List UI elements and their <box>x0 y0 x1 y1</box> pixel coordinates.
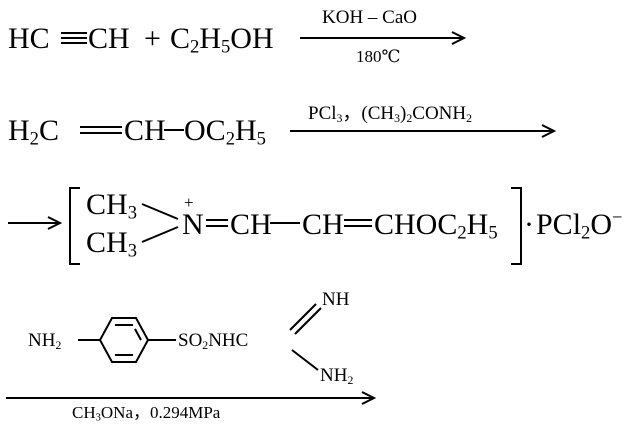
counterion-sub: 2 <box>581 222 591 244</box>
ethoxy-sub1: 2 <box>225 128 235 150</box>
ethoxy-oc: OC <box>184 114 226 147</box>
plus-text: + <box>144 22 161 55</box>
chain-ch-1-text: CH <box>230 208 272 241</box>
ch3-text: CH <box>72 403 96 422</box>
methyl-top-sub: 3 <box>127 202 137 224</box>
ethoxy-group: OC2H5 <box>184 114 266 149</box>
amine-nh: NH <box>28 330 56 351</box>
ethanol-oh: OH <box>230 22 274 55</box>
dmf-sub2: 2 <box>406 111 413 125</box>
imine-nh: NH <box>322 289 350 310</box>
ona-pressure-text: ONa，0.294MPa <box>100 403 221 422</box>
vinyl-ch: CH <box>124 116 166 146</box>
amino-sub: 2 <box>347 373 354 387</box>
salt-dot-text: · <box>524 208 534 241</box>
acetylene-hc-left: HC <box>8 24 50 54</box>
chain-ch-1: CH <box>230 210 272 240</box>
ethanol-formula: C2H5OH <box>170 22 274 57</box>
vinyl-ch-text: CH <box>124 114 166 147</box>
vinyl-h2c: H2C <box>8 114 59 149</box>
amino-nh: NH <box>320 365 348 386</box>
dmf-sub3: 2 <box>466 111 472 125</box>
choc-sub2: 5 <box>488 222 498 244</box>
condition-temperature-text: 180℃ <box>356 47 401 66</box>
pcl3-text: PCl <box>308 103 337 124</box>
amine-sub: 2 <box>55 338 62 352</box>
guanidine-imine: NH <box>322 290 349 309</box>
counterion-charge: − <box>612 206 623 228</box>
sulfonyl-sub: 2 <box>202 338 209 352</box>
counterion-o: O <box>590 208 612 241</box>
iminium-nitrogen: N <box>182 210 204 240</box>
methyl-bottom-sub: 3 <box>127 240 137 262</box>
chain-ch-2: CH <box>302 210 344 240</box>
dmf-part2: ) <box>400 103 407 124</box>
methyl-bottom-ch: CH <box>86 226 128 259</box>
ethanol-h: H <box>199 22 221 55</box>
counterion-pcl: PCl <box>536 208 582 241</box>
sulfonamide-amine: NH2 <box>28 330 62 352</box>
sulfonyl-nhc: NHC <box>208 330 249 351</box>
ethanol-sub1: 2 <box>190 36 200 58</box>
ethanol-sub2: 5 <box>220 36 231 58</box>
choc-sub1: 2 <box>457 222 467 244</box>
plus-charge-text: + <box>184 193 194 212</box>
dmf-part3: CONH <box>412 103 467 124</box>
condition-koh-cao-text: KOH – CaO <box>322 7 417 28</box>
guanidine-amino: NH2 <box>320 365 354 387</box>
chain-ch-2-text: CH <box>302 208 344 241</box>
condition-koh-cao: KOH – CaO <box>322 8 417 27</box>
vinyl-c: C <box>38 114 59 147</box>
acetylene-ch-right: CH <box>88 24 130 54</box>
vinyl-sub: 2 <box>29 128 39 150</box>
nitrogen-positive-charge: + <box>184 194 194 211</box>
ch3-sub: 3 <box>95 412 101 424</box>
condition-sodium-methoxide: CH3ONa，0.294MPa <box>72 403 221 424</box>
dmf-part1: ，(CH <box>342 103 395 124</box>
sulfonyl-so: SO <box>178 330 203 351</box>
vinyl-h: H <box>8 114 30 147</box>
chain-choc2h5: CHOC2H5 <box>374 208 498 243</box>
sulfonyl-group: SO2NHC <box>178 330 249 352</box>
choc-h: H <box>466 208 489 241</box>
salt-dot: · <box>524 210 534 240</box>
counterion: PCl2O− <box>536 206 623 242</box>
methyl-top-ch: CH <box>86 188 128 221</box>
ethanol-c: C <box>170 22 191 55</box>
methyl-bottom: CH3 <box>86 226 137 261</box>
methyl-top: CH3 <box>86 188 137 223</box>
condition-temperature: 180℃ <box>356 48 401 65</box>
acetylene-hc-text: HC <box>8 22 50 55</box>
acetylene-ch-text: CH <box>88 22 130 55</box>
plus-sign: + <box>144 24 161 54</box>
choc-text: CHOC <box>374 208 458 241</box>
ethoxy-sub2: 5 <box>256 128 266 150</box>
condition-pcl3-dmf: PCl3，(CH3)2CONH2 <box>308 103 472 125</box>
nitrogen-text: N <box>182 208 204 241</box>
ethoxy-h: H <box>234 114 257 147</box>
dmf-sub1: 3 <box>394 111 401 125</box>
pcl3-sub: 3 <box>336 111 343 125</box>
